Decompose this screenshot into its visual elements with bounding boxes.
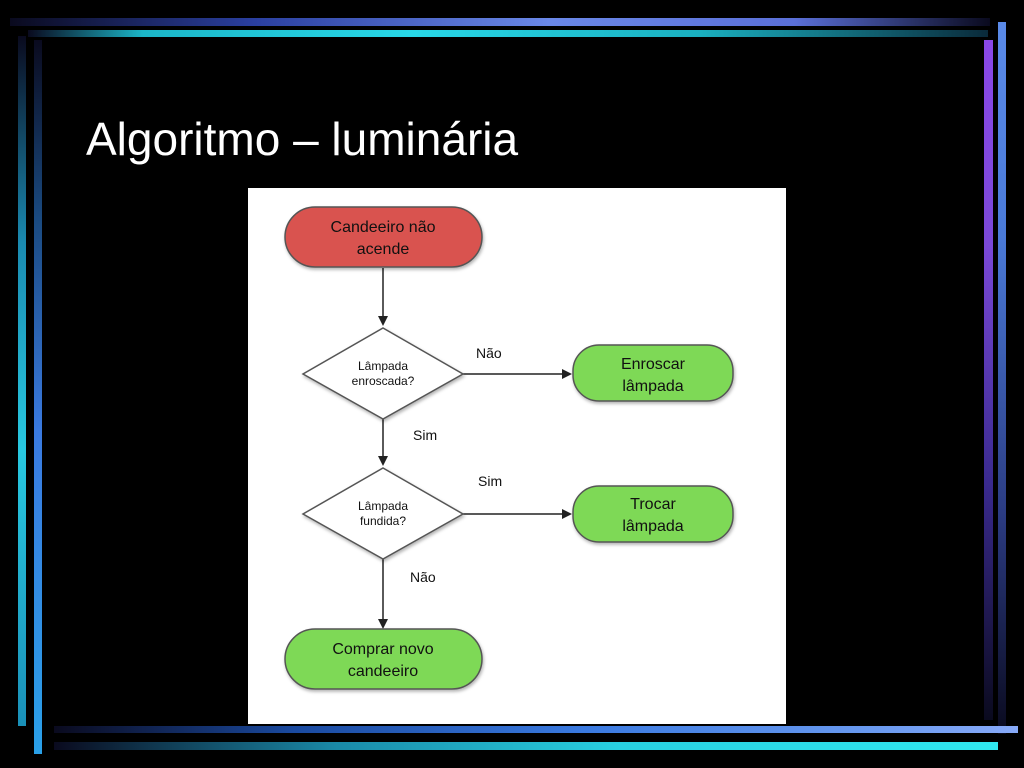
frame-bar-right-inner: [984, 40, 993, 720]
node-decision1: Lâmpada enroscada?: [301, 327, 465, 420]
node-start-shape: [284, 206, 483, 268]
node-decision2-label-line1: Lâmpada: [358, 499, 408, 513]
node-decision2-label-line2: fundida?: [360, 514, 406, 528]
edge-label-d2-no: Não: [410, 569, 436, 585]
node-action2-label-line1: Trocar: [630, 496, 676, 513]
node-action1-label-line2: lâmpada: [622, 378, 683, 395]
frame-bar-bottom-inner: [54, 726, 1018, 733]
node-action1: Enroscar lâmpada: [572, 344, 734, 402]
node-decision2: Lâmpada fundida?: [301, 467, 465, 560]
node-decision1-shape: [301, 327, 465, 420]
frame-bar-left-inner: [34, 40, 42, 754]
node-end-label-line1: Comprar novo: [332, 641, 433, 658]
flowchart-panel: Não Sim Sim Não Candeeiro não acende Lâm…: [248, 188, 786, 724]
frame-bar-top-outer: [10, 18, 990, 26]
node-decision2-shape: [301, 467, 465, 560]
node-start: Candeeiro não acende: [284, 206, 483, 268]
node-action2-label-line2: lâmpada: [622, 518, 683, 535]
node-action2: Trocar lâmpada: [572, 485, 734, 543]
node-start-label-line2: acende: [357, 241, 410, 258]
node-action2-shape: [572, 485, 734, 543]
node-action1-shape: [572, 344, 734, 402]
slide-title: Algoritmo – luminária: [86, 113, 519, 165]
frame-bar-right-outer: [998, 22, 1006, 734]
node-end: Comprar novo candeeiro: [284, 628, 483, 690]
node-end-label-line2: candeeiro: [348, 663, 418, 680]
node-action1-label-line1: Enroscar: [621, 356, 686, 373]
edge-label-d2-yes: Sim: [478, 473, 502, 489]
frame-bar-left-outer: [18, 36, 26, 726]
flowchart: Não Sim Sim Não Candeeiro não acende Lâm…: [284, 206, 734, 690]
frame-bar-top-inner: [28, 30, 988, 37]
node-decision1-label-line2: enroscada?: [352, 374, 415, 388]
node-decision1-label-line1: Lâmpada: [358, 359, 408, 373]
node-start-label-line1: Candeeiro não: [331, 219, 436, 236]
node-end-shape: [284, 628, 483, 690]
edge-label-d1-yes: Sim: [413, 427, 437, 443]
frame-bar-bottom-outer: [54, 742, 998, 750]
edge-label-d1-no: Não: [476, 345, 502, 361]
